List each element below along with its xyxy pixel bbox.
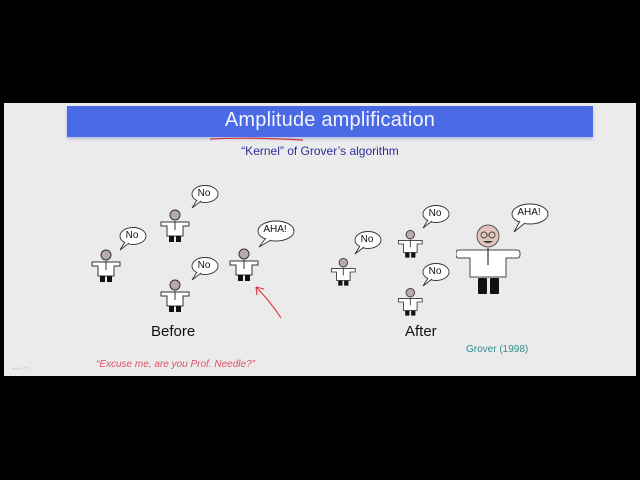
- speech-text: AHA!: [517, 207, 541, 218]
- slide: Amplitude amplification “Kernel” of Grov…: [4, 103, 636, 376]
- professor-figure-small: [330, 257, 356, 286]
- quote-caption: “Excuse me, are you Prof. Needle?”: [96, 359, 255, 370]
- professor-figure-small: [397, 287, 423, 316]
- professor-needle-figure-small: [229, 248, 259, 281]
- professor-figure-small: [160, 279, 190, 312]
- speech-bubble: No: [420, 205, 450, 229]
- professor-needle-figure-large: [456, 224, 521, 294]
- slide-title: Amplitude amplification: [224, 109, 436, 131]
- speech-text: No: [125, 230, 139, 241]
- title-bar: Amplitude amplification: [67, 106, 593, 137]
- speech-text: No: [428, 266, 442, 277]
- professor-figure-small: [397, 229, 423, 258]
- professor-figure-small: [91, 249, 121, 282]
- speech-bubble: No: [352, 231, 382, 255]
- slide-subtitle: “Kernel” of Grover’s algorithm: [241, 144, 399, 158]
- handwritten-underline-annotation: [209, 137, 304, 141]
- speech-text: No: [428, 208, 442, 219]
- speech-bubble: AHA!: [254, 220, 296, 248]
- speech-text: AHA!: [263, 224, 287, 235]
- professor-figure-small: [160, 209, 190, 242]
- slide-navigation-controls[interactable]: ◂ ▸ ▪ ▾: [12, 366, 29, 372]
- citation: Grover (1998): [466, 344, 529, 355]
- before-label: Before: [151, 323, 196, 340]
- speech-bubble: No: [189, 257, 219, 281]
- speech-bubble: No: [189, 185, 219, 209]
- speech-text: No: [197, 260, 211, 271]
- after-label: After: [405, 323, 437, 340]
- speech-bubble: No: [117, 227, 147, 251]
- speech-bubble: AHA!: [508, 203, 550, 233]
- speech-text: No: [360, 234, 374, 245]
- red-arrow-annotation: [255, 286, 282, 319]
- speech-text: No: [197, 188, 211, 199]
- speech-bubble: No: [420, 263, 450, 287]
